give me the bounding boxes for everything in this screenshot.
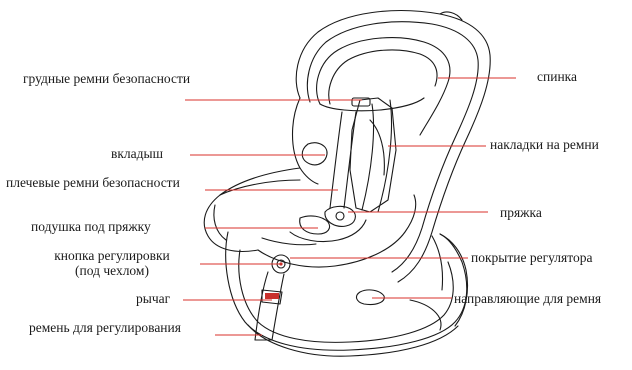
- label-strap-pads: накладки на ремни: [490, 137, 599, 152]
- headrest: [317, 38, 450, 135]
- seat-cushion: [258, 195, 416, 267]
- label-adjust-button-line1: кнопка регулировки: [37, 248, 187, 263]
- label-regulator-cover: покрытие регулятора: [471, 250, 592, 265]
- buckle-pad-part: [300, 216, 330, 234]
- label-lever: рычаг: [136, 291, 170, 306]
- base-arms: [410, 236, 443, 330]
- label-belt-guides: направляющие для ремня: [454, 291, 601, 306]
- label-buckle-pad: подушка под пряжку: [31, 219, 151, 234]
- shoulder-straps: [330, 98, 396, 212]
- label-adjust-strap: ремень для регулирования: [29, 320, 181, 335]
- belt-guide: [357, 290, 385, 305]
- insert-cushion: [302, 143, 327, 165]
- buckle-part: [325, 206, 355, 226]
- label-chest-straps: грудные ремни безопасности: [23, 71, 190, 86]
- label-buckle: пряжка: [500, 205, 542, 220]
- label-shoulder-straps: плечевые ремни безопасности: [6, 175, 180, 190]
- label-adjust-button: кнопка регулировки (под чехлом): [37, 248, 187, 278]
- label-backrest: спинка: [537, 69, 577, 84]
- label-adjust-button-line2: (под чехлом): [37, 263, 187, 278]
- label-insert: вкладыш: [111, 146, 163, 161]
